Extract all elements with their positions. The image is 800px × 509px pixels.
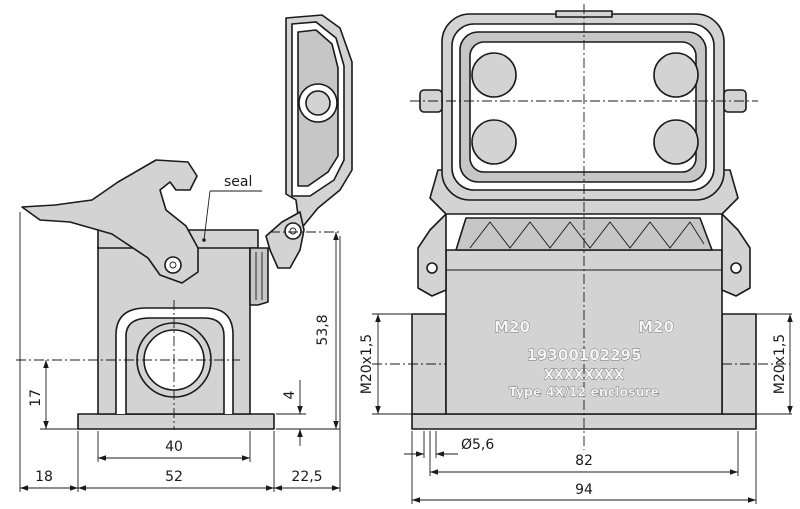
seal-label: seal: [224, 174, 252, 190]
dim-22-5: 22,5: [291, 469, 322, 485]
side-lid-hinge: [265, 211, 305, 269]
dim-82: 82: [575, 453, 593, 469]
dim-52: 52: [165, 469, 183, 485]
dim-40: 40: [165, 439, 183, 455]
dim-94: 94: [575, 482, 593, 498]
marking-serial: XXXXXXXX: [544, 368, 624, 383]
side-base-flange: [77, 413, 275, 430]
front-left-latch: [417, 213, 447, 297]
side-latch-pivot: [164, 256, 182, 274]
front-screw-bl: [471, 119, 517, 165]
marking-part-number: 19300102295: [527, 346, 642, 364]
marking-m20-right: M20: [638, 318, 674, 336]
front-screw-tr: [653, 52, 699, 98]
dim-thread-left: M20x1,5: [359, 334, 375, 394]
dim-53-8: 53,8: [315, 314, 331, 345]
front-view: M20 M20 19300102295 XXXXXXXX Type 4X/12 …: [359, 4, 793, 504]
marking-m20-left: M20: [494, 318, 530, 336]
front-screw-br: [653, 119, 699, 165]
dim-4: 4: [282, 390, 298, 399]
dim-18: 18: [35, 469, 53, 485]
dim-17: 17: [28, 389, 44, 407]
dim-dia-5-6: Ø5,6: [461, 437, 494, 453]
front-right-latch: [721, 213, 751, 297]
side-view: seal 40 52 18 22,5 17 4: [16, 14, 353, 492]
marking-enclosure-type: Type 4X/12 enclosure: [509, 384, 659, 399]
side-latch-lever: [21, 159, 199, 284]
side-right-profile: [249, 247, 269, 306]
front-screw-tl: [471, 52, 517, 98]
dim-thread-right: M20x1,5: [772, 334, 788, 394]
